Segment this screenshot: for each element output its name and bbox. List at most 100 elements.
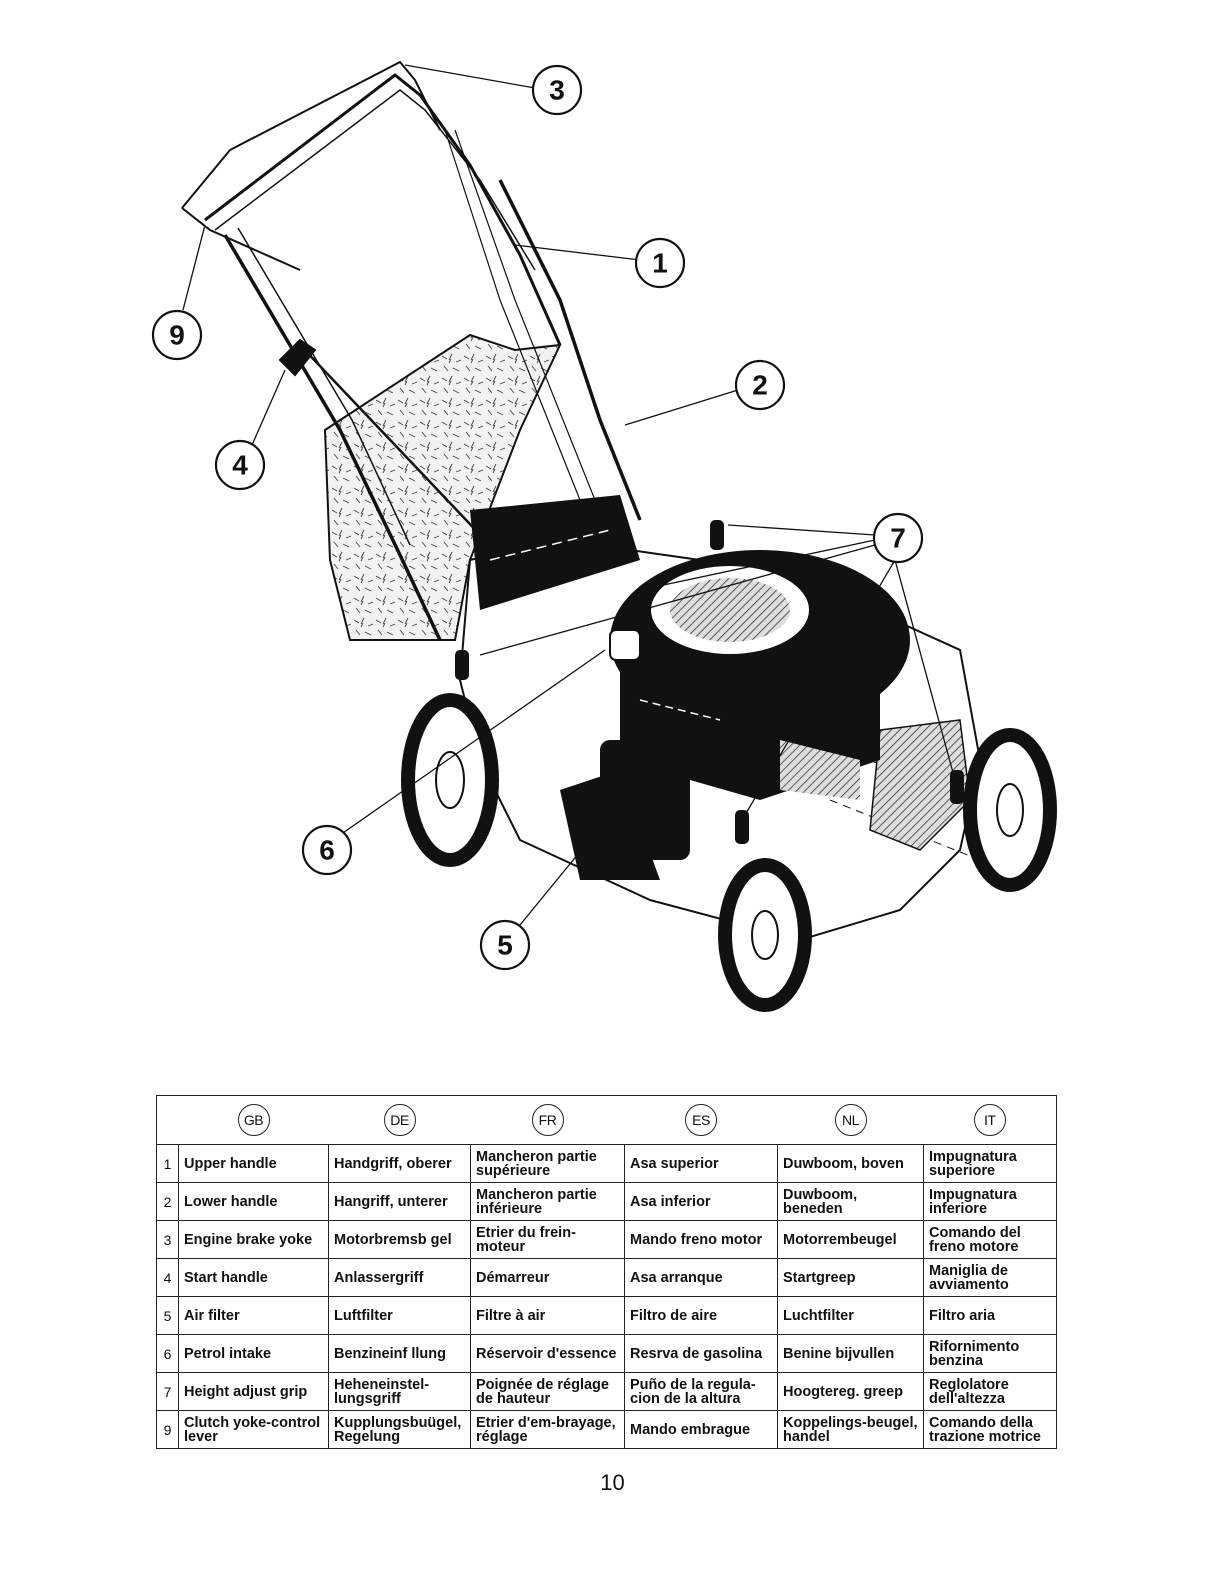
lang-fr: FR bbox=[470, 1095, 625, 1145]
callout-3: 3 bbox=[531, 64, 583, 116]
part-fr: Mancheron partie supérieure bbox=[470, 1144, 625, 1183]
svg-text:7: 7 bbox=[890, 523, 906, 554]
part-fr: Poignée de réglage de hauteur bbox=[470, 1372, 625, 1411]
part-de: Kupplungsbuügel, Regelung bbox=[328, 1410, 471, 1449]
part-de: Handgriff, oberer bbox=[328, 1144, 471, 1183]
part-it: Filtro aria bbox=[923, 1296, 1057, 1335]
part-gb: Clutch yoke-control lever bbox=[178, 1410, 329, 1449]
part-nl: Hoogtereg. greep bbox=[777, 1372, 924, 1411]
language-header-row: GB DE FR ES NL IT bbox=[156, 1095, 1057, 1145]
part-nl: Startgreep bbox=[777, 1258, 924, 1297]
part-fr: Réservoir d'essence bbox=[470, 1334, 625, 1373]
svg-text:6: 6 bbox=[319, 835, 335, 866]
part-gb: Upper handle bbox=[178, 1144, 329, 1183]
table-row: 6 Petrol intake Benzineinf llung Réservo… bbox=[156, 1334, 1057, 1373]
svg-text:9: 9 bbox=[169, 320, 185, 351]
lang-de: DE bbox=[328, 1095, 471, 1145]
part-number: 7 bbox=[156, 1372, 179, 1411]
part-it: Impugnatura inferiore bbox=[923, 1182, 1057, 1221]
lang-badge-fr: FR bbox=[531, 1104, 564, 1136]
lang-badge-gb: GB bbox=[237, 1104, 270, 1136]
lang-badge-es: ES bbox=[685, 1104, 717, 1136]
part-nl: Duwboom, beneden bbox=[777, 1182, 924, 1221]
part-gb: Engine brake yoke bbox=[178, 1220, 329, 1259]
part-es: Asa inferior bbox=[624, 1182, 778, 1221]
part-es: Mando freno motor bbox=[624, 1220, 778, 1259]
part-nl: Benine bijvullen bbox=[777, 1334, 924, 1373]
part-es: Resrva de gasolina bbox=[624, 1334, 778, 1373]
height-adjust-grips bbox=[455, 520, 964, 844]
wheels bbox=[401, 693, 1057, 1012]
table-row: 4 Start handle Anlassergriff Démarreur A… bbox=[156, 1258, 1057, 1297]
callout-5: 5 bbox=[479, 919, 531, 971]
part-it: Maniglia de avviamento bbox=[923, 1258, 1057, 1297]
callout-7: 7 bbox=[872, 512, 924, 564]
part-de: Anlassergriff bbox=[328, 1258, 471, 1297]
part-fr: Mancheron partie inférieure bbox=[470, 1182, 625, 1221]
callout-2: 2 bbox=[734, 359, 786, 411]
svg-text:1: 1 bbox=[652, 248, 668, 279]
part-de: Hangriff, unterer bbox=[328, 1182, 471, 1221]
part-nl: Motorrembeugel bbox=[777, 1220, 924, 1259]
table-row: 3 Engine brake yoke Motorbremsb gel Etri… bbox=[156, 1220, 1057, 1259]
callout-4: 4 bbox=[214, 439, 266, 491]
num-header bbox=[156, 1095, 179, 1145]
part-gb: Start handle bbox=[178, 1258, 329, 1297]
callout-9: 9 bbox=[151, 309, 203, 361]
svg-text:4: 4 bbox=[232, 450, 248, 481]
callout-6: 6 bbox=[301, 824, 353, 876]
part-number: 3 bbox=[156, 1220, 179, 1259]
part-fr: Etrier du frein-moteur bbox=[470, 1220, 625, 1259]
leader-lines bbox=[182, 64, 956, 926]
part-number: 2 bbox=[156, 1182, 179, 1221]
table-row: 5 Air filter Luftfilter Filtre à air Fil… bbox=[156, 1296, 1057, 1335]
part-fr: Filtre à air bbox=[470, 1296, 625, 1335]
part-gb: Air filter bbox=[178, 1296, 329, 1335]
part-es: Puño de la regula-cion de la altura bbox=[624, 1372, 778, 1411]
part-es: Asa superior bbox=[624, 1144, 778, 1183]
part-number: 4 bbox=[156, 1258, 179, 1297]
part-fr: Etrier d'em-brayage, réglage bbox=[470, 1410, 625, 1449]
part-number: 6 bbox=[156, 1334, 179, 1373]
lang-badge-it: IT bbox=[973, 1104, 1006, 1136]
lang-badge-nl: NL bbox=[834, 1104, 867, 1136]
part-it: Comando del freno motore bbox=[923, 1220, 1057, 1259]
part-nl: Koppelings-beugel, handel bbox=[777, 1410, 924, 1449]
part-gb: Petrol intake bbox=[178, 1334, 329, 1373]
part-number: 5 bbox=[156, 1296, 179, 1335]
part-it: Impugnatura superiore bbox=[923, 1144, 1057, 1183]
part-it: Comando della trazione motrice bbox=[923, 1410, 1057, 1449]
table-row: 2 Lower handle Hangriff, unterer Mancher… bbox=[156, 1182, 1057, 1221]
part-es: Filtro de aire bbox=[624, 1296, 778, 1335]
table-row: 9 Clutch yoke-control lever Kupplungsbuü… bbox=[156, 1410, 1057, 1449]
part-de: Motorbremsb gel bbox=[328, 1220, 471, 1259]
part-fr: Démarreur bbox=[470, 1258, 625, 1297]
part-nl: Luchtfilter bbox=[777, 1296, 924, 1335]
svg-text:2: 2 bbox=[752, 370, 768, 401]
part-es: Mando embrague bbox=[624, 1410, 778, 1449]
lang-gb: GB bbox=[178, 1095, 329, 1145]
svg-text:3: 3 bbox=[549, 75, 565, 106]
part-it: Rifornimento benzina bbox=[923, 1334, 1057, 1373]
lang-it: IT bbox=[923, 1095, 1057, 1145]
lawn-mower-diagram: 1 2 3 4 5 6 7 9 bbox=[151, 60, 1057, 1012]
part-number: 1 bbox=[156, 1144, 179, 1183]
callout-1: 1 bbox=[634, 237, 686, 289]
part-it: Reglolatore dell'altezza bbox=[923, 1372, 1057, 1411]
part-de: Heheneinstel-lungsgriff bbox=[328, 1372, 471, 1411]
part-nl: Duwboom, boven bbox=[777, 1144, 924, 1183]
part-de: Benzineinf llung bbox=[328, 1334, 471, 1373]
table-row: 7 Height adjust grip Heheneinstel-lungsg… bbox=[156, 1372, 1057, 1411]
part-gb: Lower handle bbox=[178, 1182, 329, 1221]
grass-bag bbox=[323, 333, 562, 641]
lang-nl: NL bbox=[777, 1095, 924, 1145]
lang-badge-de: DE bbox=[383, 1104, 416, 1136]
table-row: 1 Upper handle Handgriff, oberer Mancher… bbox=[156, 1144, 1057, 1183]
parts-table: GB DE FR ES NL IT 1 Upper handle Handgri… bbox=[156, 1095, 1057, 1449]
page-number: 10 bbox=[600, 1470, 625, 1495]
part-de: Luftfilter bbox=[328, 1296, 471, 1335]
part-gb: Height adjust grip bbox=[178, 1372, 329, 1411]
svg-text:5: 5 bbox=[497, 930, 513, 961]
lang-es: ES bbox=[624, 1095, 778, 1145]
part-es: Asa arranque bbox=[624, 1258, 778, 1297]
